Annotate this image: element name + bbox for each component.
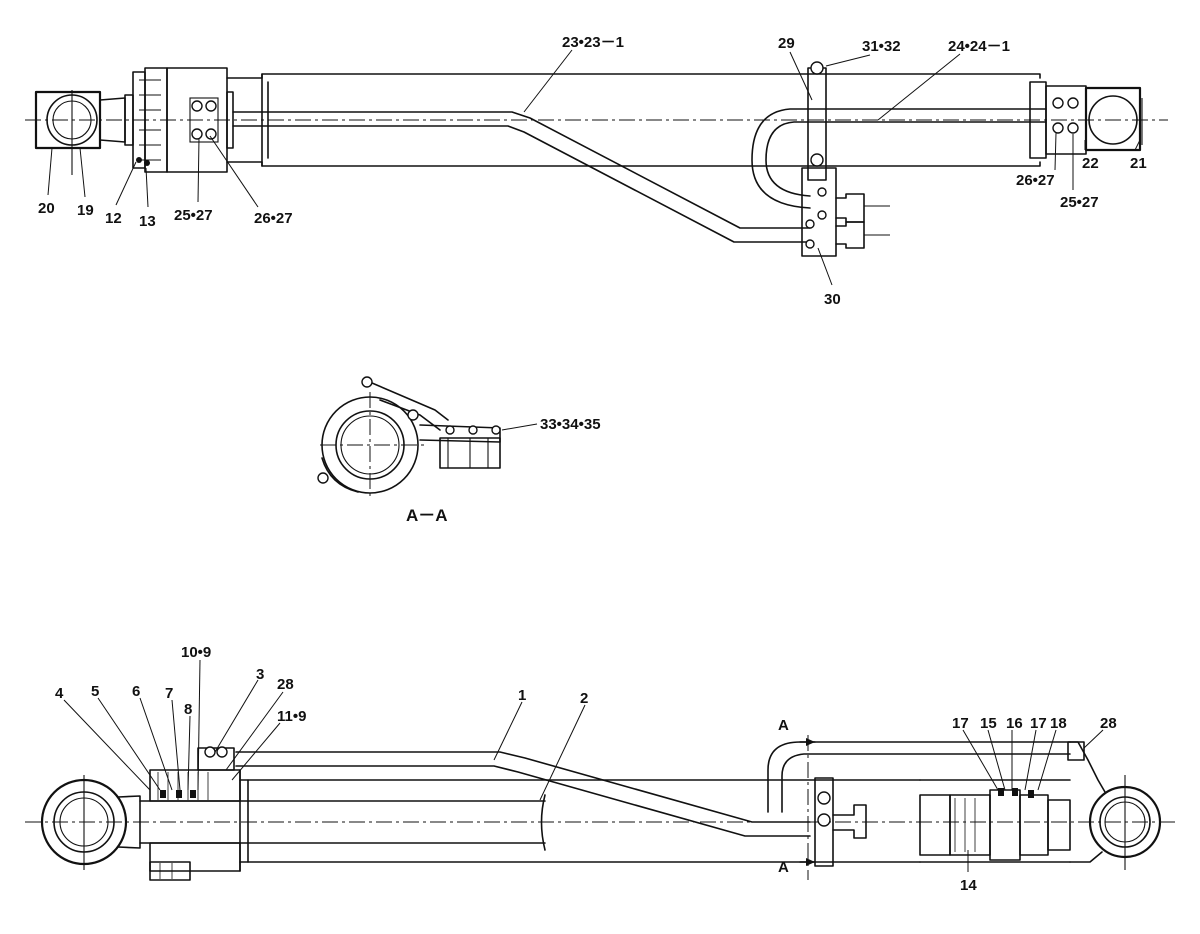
- label-16: 16: [1006, 715, 1023, 732]
- label-1: 1: [518, 687, 526, 704]
- label-29: 29: [778, 35, 795, 52]
- valve-block-30: [801, 167, 890, 257]
- top-view-cylinder: [25, 61, 1168, 257]
- label-10-9: 10•9: [181, 644, 211, 661]
- tube-clamp-29: [807, 61, 827, 181]
- label-6: 6: [132, 683, 140, 700]
- barrel-side: [239, 769, 1071, 872]
- head-block: [166, 67, 234, 173]
- label-23: 23•23－1: [562, 34, 624, 51]
- section-clamp: [799, 735, 867, 880]
- label-21: 21: [1130, 155, 1147, 172]
- section-a-a-view: [317, 376, 538, 500]
- label-18: 18: [1050, 715, 1067, 732]
- label-2: 2: [580, 690, 588, 707]
- side-view-leaders: [63, 659, 1104, 872]
- label-5: 5: [91, 683, 99, 700]
- label-25-27-right: 25•27: [1060, 194, 1099, 211]
- label-33-34-35: 33•34•35: [540, 416, 601, 433]
- label-28-left: 28: [277, 676, 294, 693]
- label-12: 12: [105, 210, 122, 227]
- label-26-27-left: 26•27: [254, 210, 293, 227]
- label-19: 19: [77, 202, 94, 219]
- piston-assembly: [919, 788, 1071, 861]
- part-number-labels: 20 19 12 13 25•27 26•27 23•23－1 29 31•32…: [38, 34, 1147, 894]
- label-31-32: 31•32: [862, 38, 901, 55]
- external-tube: [235, 741, 1071, 837]
- right-end-side: [1067, 741, 1162, 870]
- label-4: 4: [55, 685, 64, 702]
- label-3: 3: [256, 666, 264, 683]
- label-8: 8: [184, 701, 192, 718]
- label-15: 15: [980, 715, 997, 732]
- label-26-27-right: 26•27: [1016, 172, 1055, 189]
- hydraulic-tube-24: [751, 108, 1047, 209]
- label-A-bottom: A: [778, 859, 789, 876]
- label-14: 14: [960, 877, 977, 894]
- label-17-left: 17: [952, 715, 969, 732]
- label-13: 13: [139, 213, 156, 230]
- label-22: 22: [1082, 155, 1099, 172]
- label-30: 30: [824, 291, 841, 308]
- label-A-top: A: [778, 717, 789, 734]
- label-28-right: 28: [1100, 715, 1117, 732]
- hydraulic-tube-23: [232, 111, 811, 243]
- label-7: 7: [165, 685, 173, 702]
- label-17-right: 17: [1030, 715, 1047, 732]
- section-title: A－A: [406, 506, 448, 525]
- label-11-9: 11•9: [277, 708, 306, 725]
- side-view-cylinder: [25, 735, 1175, 881]
- label-24: 24•24－1: [948, 38, 1010, 55]
- right-end-eye: [1045, 85, 1143, 155]
- left-eye-side: [40, 775, 141, 870]
- top-view-leaders: [47, 49, 1141, 286]
- label-20: 20: [38, 200, 55, 217]
- left-rod-eye: [34, 90, 134, 175]
- label-25-27-left: 25•27: [174, 207, 213, 224]
